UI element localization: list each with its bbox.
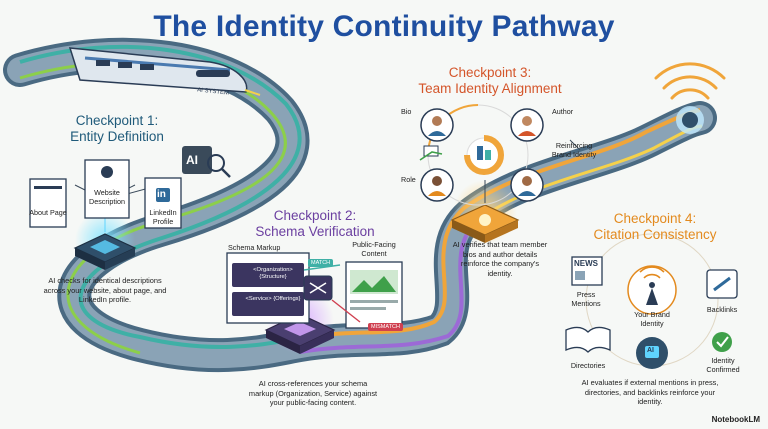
role-label: Role	[401, 175, 416, 184]
ai-hub-chip: AI	[647, 347, 654, 354]
entity-graphic	[29, 146, 231, 229]
citation-hub	[565, 233, 738, 369]
website-description-label: Website Description	[89, 188, 125, 206]
schema-organization-item: <Organization> {Structure}	[253, 267, 293, 280]
reinforcing-label: Reinforcing Brand Identity	[551, 141, 597, 159]
checkpoint-4-title-line1: Checkpoint 4:	[613, 211, 697, 226]
checkpoint-3-title-line2: Team Identity Alignment	[418, 81, 562, 96]
platform-1	[73, 210, 137, 270]
identity-confirmed-label: Identity Confirmed	[706, 356, 740, 374]
schema-graphic	[226, 252, 403, 329]
train-graphic	[68, 47, 261, 96]
checkpoint-2-title-line1: Checkpoint 2:	[273, 208, 357, 223]
checkpoint-1-title-line2: Entity Definition	[70, 129, 164, 144]
schema-service-item: <Service> {Offerings}	[245, 296, 301, 302]
match-badge: MATCH	[308, 259, 334, 267]
checkpoint-2-title: Checkpoint 2: Schema Verification	[235, 208, 395, 240]
end-node	[676, 106, 704, 134]
about-page-label: About Page	[29, 208, 67, 217]
wifi-icon	[654, 62, 726, 100]
rail-purple	[299, 218, 480, 354]
checkpoint-2-description: AI cross-references your schema markup (…	[248, 379, 378, 407]
checkpoint-3-title: Checkpoint 3: Team Identity Alignment	[385, 65, 595, 97]
press-mentions-label: Press Mentions	[571, 290, 601, 308]
backlinks-label: Backlinks	[706, 305, 738, 314]
checkpoint-4-title: Checkpoint 4: Citation Consistency	[580, 211, 730, 243]
team-diagram	[419, 104, 544, 206]
mismatch-badge: MISMATCH	[368, 323, 403, 331]
bio-label: Bio	[401, 107, 412, 116]
checkpoint-4-title-line2: Citation Consistency	[593, 227, 717, 242]
rail-teal	[19, 44, 302, 349]
directories-label: Directories	[570, 361, 606, 370]
checkpoint-4-description: AI evaluates if external mentions in pre…	[581, 378, 719, 406]
checkpoint-1-title: Checkpoint 1: Entity Definition	[42, 113, 192, 145]
ai-chip-label: AI	[186, 153, 198, 167]
platform-3	[450, 180, 520, 244]
checkpoint-3-title-line1: Checkpoint 3:	[448, 65, 532, 80]
schema-markup-label: Schema Markup	[228, 243, 281, 252]
linkedin-icon: in	[157, 189, 166, 200]
brand-identity-label: Your Brand Identity	[634, 310, 670, 328]
notebooklm-label: NotebookLM	[711, 415, 760, 424]
notebooklm-logo: NotebookLM	[712, 415, 760, 424]
checkpoint-1-title-line1: Checkpoint 1:	[75, 113, 159, 128]
public-content-label: Public-Facing Content	[352, 240, 396, 258]
page-title: The Identity Continuity Pathway	[153, 10, 615, 43]
author-label: Author	[552, 107, 574, 116]
news-icon-label: NEWS	[574, 259, 598, 268]
checkpoint-2-title-line2: Schema Verification	[255, 224, 375, 239]
linkedin-profile-label: LinkedIn Profile	[149, 208, 177, 226]
checkpoint-1-description: AI checks for identical descriptions acr…	[43, 276, 167, 304]
checkpoint-3-description: AI verifies that team member bios and au…	[452, 240, 548, 278]
